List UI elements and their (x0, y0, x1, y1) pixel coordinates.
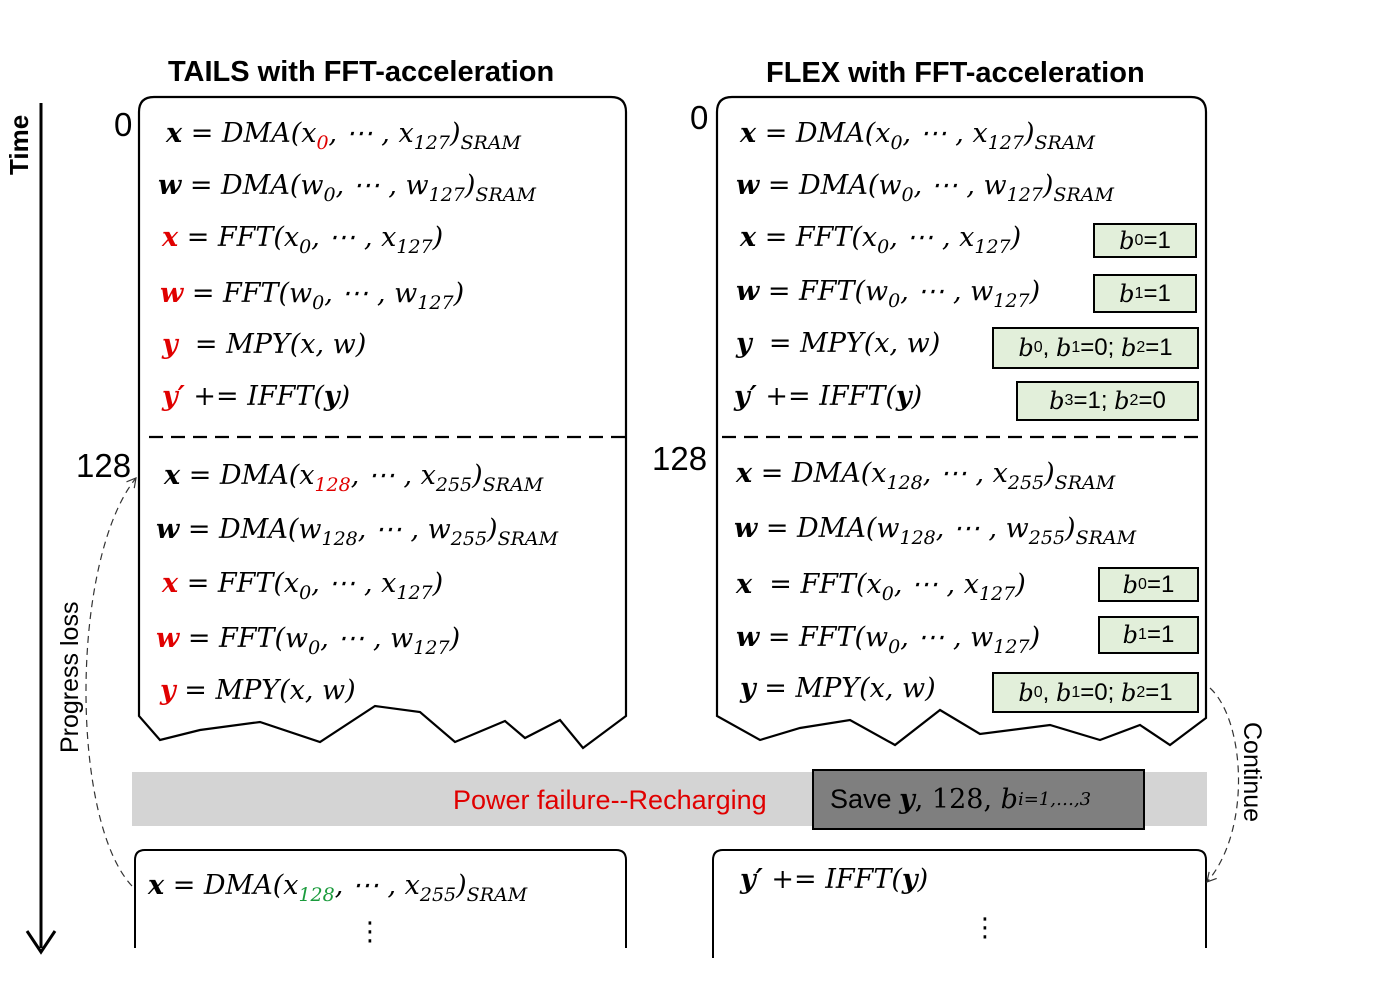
save-label: Save (830, 784, 892, 814)
tails-title: TAILS with FFT-acceleration (168, 56, 555, 88)
continue-arrow (1206, 687, 1240, 883)
flex-eq-dma-x-128: x = DMA(x128, ⋯ , x255)SRAM (736, 458, 1116, 494)
tails-eq-dma-w-128: w = DMA(w128, ⋯ , w255)SRAM (156, 514, 559, 550)
save-b: b (1000, 784, 1018, 815)
flex-tick-128: 128 (652, 440, 708, 477)
continue-label: Continue (1238, 722, 1266, 823)
flex-execution-box (715, 95, 1208, 747)
tails-eq-fft-w: w = FFT(w0, ⋯ , w127) (160, 278, 465, 314)
flex-resume-box (712, 849, 1207, 958)
flex-eq-mpy-2: y = MPY(x, w) (740, 673, 936, 704)
flex-resume-eq: y′ += IFFT(y) (740, 864, 929, 895)
tails-eq-dma-w: w = DMA(w0, ⋯ , w127)SRAM (158, 170, 536, 206)
tails-execution-box (137, 95, 628, 750)
tails-eq-dma-x: x = DMA(x0, ⋯ , x127)SRAM (166, 118, 521, 154)
tails-eq-fft-x: x = FFT(x0, ⋯ , x127) (162, 222, 444, 258)
tails-eq-mpy: y = MPY(x, w) (162, 329, 367, 360)
tails-resume-eq: x = DMA(x128, ⋯ , x255)SRAM (148, 870, 528, 906)
save-sub: i=1,…,3 (1017, 789, 1092, 810)
save-mid: , 128, (914, 784, 1001, 815)
flex-eq-fft-x-2: x = FFT(x0, ⋯ , x127) (736, 569, 1026, 605)
power-failure-label: Power failure--Recharging (453, 785, 767, 815)
flex-eq-dma-w: w = DMA(w0, ⋯ , w127)SRAM (736, 170, 1114, 206)
tails-resume-box (134, 849, 627, 948)
time-axis-label: Time (4, 114, 34, 175)
tails-eq-dma-x-128: x = DMA(x128, ⋯ , x255)SRAM (164, 460, 544, 496)
flex-title: FLEX with FFT-acceleration (766, 57, 1145, 89)
save-y: y (899, 784, 915, 815)
flex-eq-mpy: y = MPY(x, w) (736, 328, 941, 359)
time-axis-arrow (25, 103, 57, 955)
flex-eq-fft-w: w = FFT(w0, ⋯ , w127) (736, 276, 1041, 312)
tails-continuation-dots: ⋮ (357, 917, 383, 947)
flex-eq-ifft: y′ += IFFT(y) (734, 381, 923, 412)
progress-loss-arrow (85, 477, 137, 887)
flex-eq-fft-x: x = FFT(x0, ⋯ , x127) (740, 222, 1022, 258)
tails-eq-ifft: y′ += IFFT(y) (162, 381, 351, 412)
flex-eq-dma-w-128: w = DMA(w128, ⋯ , w255)SRAM (734, 513, 1137, 549)
tails-eq-fft-x-2: x = FFT(x0, ⋯ , x127) (162, 568, 444, 604)
flex-eq-dma-x: x = DMA(x0, ⋯ , x127)SRAM (740, 118, 1095, 154)
flex-eq-fft-w-2: w = FFT(w0, ⋯ , w127) (736, 622, 1041, 658)
tails-eq-fft-w-2: w = FFT(w0, ⋯ , w127) (156, 623, 461, 659)
flex-continuation-dots: ⋮ (972, 913, 998, 943)
progress-loss-label: Progress loss (56, 601, 84, 753)
tails-eq-mpy-2: y = MPY(x, w) (160, 675, 356, 706)
tails-tick-0: 0 (114, 106, 133, 143)
flex-tick-0: 0 (690, 99, 709, 136)
tails-tick-128: 128 (76, 447, 132, 484)
